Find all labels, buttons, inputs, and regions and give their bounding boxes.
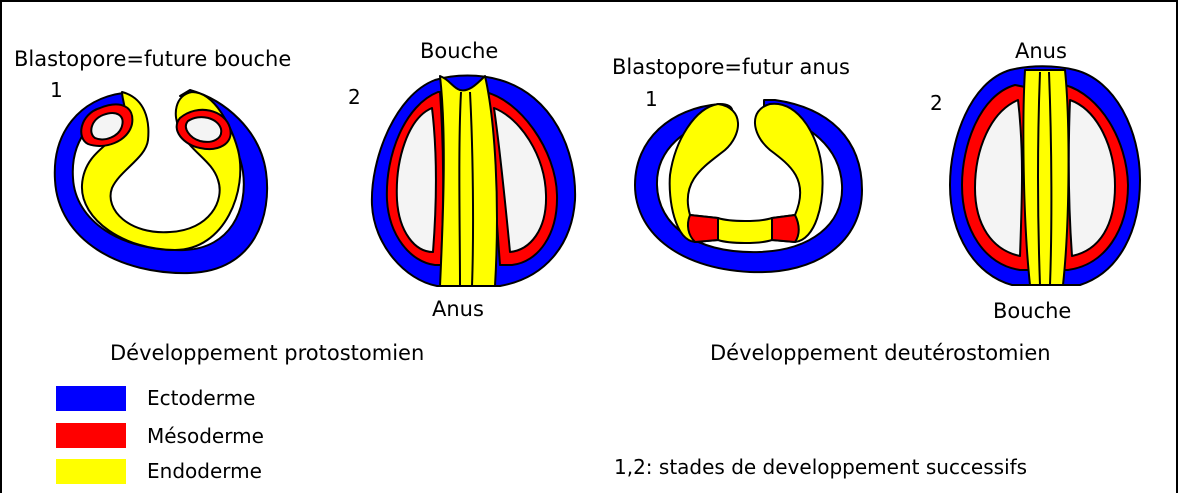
mesoderm-left [688, 215, 718, 242]
legend-label-mesoderme: Mésoderme [147, 424, 264, 448]
deuterostome-stage1-label: Blastopore=futur anus [612, 55, 850, 79]
deuterostome-stage1-number: 1 [645, 87, 658, 111]
protostome-stage1-number: 1 [50, 78, 63, 102]
legend-label-ectoderme: Ectoderme [147, 386, 255, 410]
deuterostome-stage2-bottom-label: Bouche [993, 299, 1071, 323]
protostome-stage1-label: Blastopore=future bouche [14, 47, 291, 71]
protostome-stage2-embryo [372, 76, 575, 287]
deuterostome-title: Développement deutérostomien [710, 341, 1051, 365]
legend-swatch-endoderme [56, 459, 126, 484]
deuterostome-stage2-top-label: Anus [1015, 39, 1067, 63]
deuterostome-stage1-embryo [635, 100, 862, 272]
legend-label-endoderme: Endoderme [147, 459, 262, 483]
stages-note: 1,2: stades de developpement successifs [614, 455, 1027, 479]
protostome-stage1-embryo [55, 90, 267, 273]
endoderm-tube [440, 76, 497, 286]
protostome-stage2-bottom-label: Anus [432, 297, 484, 321]
deuterostome-stage2-embryo [950, 66, 1140, 285]
endoderm-tube [1023, 70, 1068, 285]
protostome-title: Développement protostomien [110, 341, 424, 365]
deuterostome-stage2-number: 2 [930, 91, 943, 115]
mesoderm-right [772, 215, 799, 242]
legend-swatch-mesoderme [56, 423, 126, 448]
protostome-stage2-number: 2 [348, 85, 361, 109]
legend-swatch-ectoderme [56, 386, 126, 411]
protostome-stage2-top-label: Bouche [420, 39, 498, 63]
legend: Ectoderme Mésoderme Endoderme [56, 386, 264, 484]
